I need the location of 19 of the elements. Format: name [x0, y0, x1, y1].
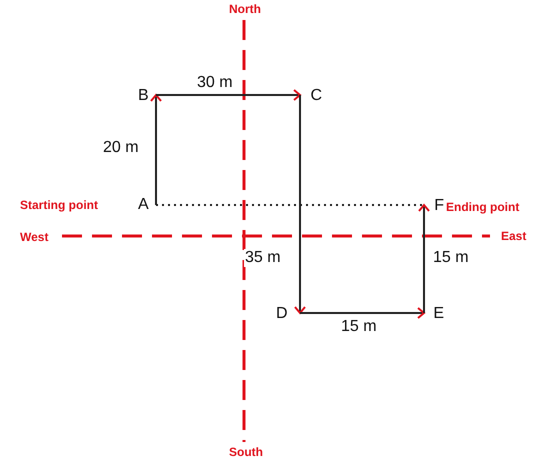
direction-label: North [229, 2, 261, 16]
direction-label: West [20, 230, 48, 244]
arrow [294, 95, 306, 314]
arrow [418, 204, 430, 313]
point-caption: Ending point [446, 199, 520, 216]
arrow [150, 94, 162, 205]
point-label: B [138, 87, 149, 105]
point-label: C [310, 87, 322, 105]
direction-label: East [501, 229, 526, 243]
arrow [156, 89, 301, 101]
direction-label: South [229, 445, 263, 459]
point-label: F [434, 197, 444, 215]
arrow [300, 307, 425, 319]
point-label: D [276, 305, 288, 323]
distance-label: 35 m [244, 249, 282, 267]
point-caption: Starting point [20, 197, 98, 214]
point-label: E [433, 305, 444, 323]
point-label: A [138, 196, 149, 214]
connector-line [156, 204, 424, 206]
